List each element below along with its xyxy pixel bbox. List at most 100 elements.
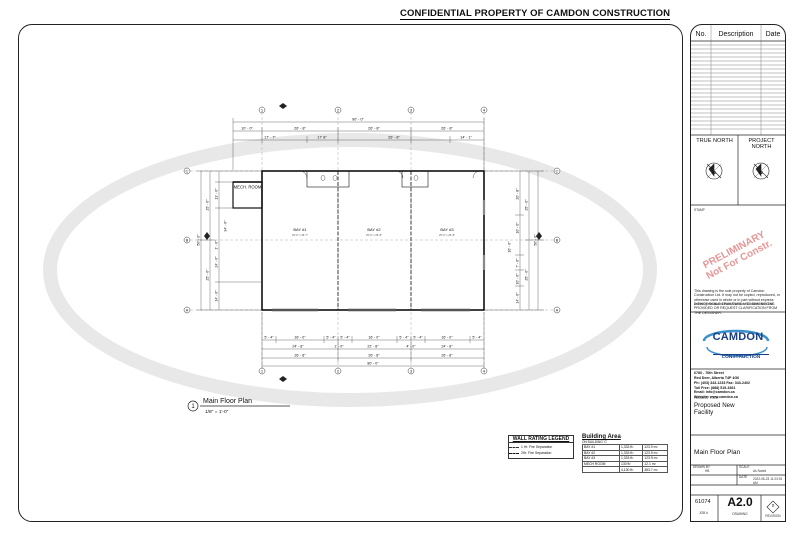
grid-label-col: 1: [261, 369, 264, 374]
dim-bottom-2: 24' - 8": [292, 345, 304, 349]
area-cell: 383.7 m²: [642, 466, 668, 473]
wall-1hr-swatch: [509, 446, 519, 448]
date-label: DATE: [739, 475, 748, 479]
dim-bottom-3: 26' - 8": [294, 354, 306, 358]
room-area-bay: 25'-0" x 46'-7": [292, 233, 308, 237]
right-dimensions: [484, 170, 544, 311]
scale-value: As Noted: [753, 469, 767, 473]
company-contact: 6780 - 76th Street Red Deer, Alberta T4P…: [694, 371, 750, 400]
dim-bottom-1: 5' - 4": [399, 336, 409, 340]
grid-label-col: 2: [337, 369, 340, 374]
view-number-bubble: [187, 400, 199, 412]
north-arrow-icon: [705, 162, 723, 180]
company-logo-sub: CONSTRUCTION: [713, 354, 769, 360]
dim-top-inner: 17' - 7": [264, 136, 276, 140]
dim-right-inner: 20' - 8": [516, 188, 520, 200]
dim-bottom-3: 26' - 8": [368, 354, 380, 358]
view-number: 1: [191, 404, 195, 410]
room-area-bay: 25'-0" x 26'-8": [366, 233, 382, 237]
grid-label-row: C: [186, 169, 189, 174]
dim-bottom-1: 16' - 0": [441, 336, 453, 340]
dim-top-bay: 26' - 8": [441, 127, 453, 131]
grid-label-row: A: [556, 308, 559, 313]
true-north-label: TRUE NORTH: [696, 138, 733, 144]
wall-legend-row: 1 Hr. Fire Separation: [509, 445, 573, 449]
dim-right-inner: 7' - 6": [516, 258, 520, 268]
dim-right-inner: 10' - 0": [516, 273, 520, 285]
room-label-bay: BAY #1: [293, 227, 307, 232]
dim-left-inner: 13' - 0": [215, 188, 219, 200]
dim-right-inner: 16' - 0": [508, 241, 512, 253]
grid-label-col: 2: [337, 108, 340, 113]
floor-plan-drawing: 1 2 3 4 1 2 3 4 C B A C B A: [43, 103, 657, 415]
dim-top-bay: 10' - 0": [241, 127, 253, 131]
left-dimensions: [197, 170, 262, 311]
bottom-dimensions: [261, 312, 485, 368]
title-block: No. Description Date: [690, 24, 786, 522]
sheet-frame: [18, 24, 683, 522]
grid-label-row: C: [556, 169, 559, 174]
dim-top-inner: 14' - 1": [460, 136, 472, 140]
grid-label-row: B: [186, 238, 189, 243]
revision-number: 0: [771, 503, 775, 508]
dim-right: 25' - 0": [525, 269, 529, 281]
grid-label-col: 1: [261, 108, 264, 113]
dim-top-inner: 26' - 8": [388, 136, 400, 140]
dim-right-inner: 10' - 0": [516, 222, 520, 234]
dim-bottom-1: 5' - 4": [472, 336, 482, 340]
disclaimer-text: This drawing is the sole property of Cam…: [694, 289, 780, 306]
scale-label: SCALE: [739, 465, 750, 469]
revision-col-no: No.: [695, 31, 707, 38]
area-cell: [582, 466, 620, 473]
dim-right: 25' - 0": [525, 199, 529, 211]
dim-bottom-2: 24' - 8": [441, 345, 453, 349]
drawing-title: Main Floor Plan: [694, 449, 741, 456]
wall-rating-legend: WALL RATING LEGEND 1 Hr. Fire Separation…: [508, 435, 574, 459]
dim-left-inner: 24' - 0": [215, 256, 219, 268]
view-scale: 1/8" = 1'-0": [205, 409, 229, 415]
area-cell: 1,333 ft²: [618, 444, 644, 451]
area-cell: 123.9 m²: [642, 449, 668, 457]
grid-label-col: 3: [410, 369, 413, 374]
dim-bottom-3: 26' - 8": [441, 354, 453, 358]
dim-top-inner: 17' 8": [317, 136, 327, 140]
header-underline: [400, 19, 670, 20]
svg-text:N: N: [759, 170, 763, 175]
dim-top-bay: 26' - 8": [294, 127, 306, 131]
room-label-bay: BAY #2: [367, 227, 381, 232]
dim-bottom-2: 1' - 0": [334, 345, 344, 349]
area-cell: 1,333 ft²: [618, 449, 644, 457]
section-markers: [204, 103, 542, 382]
date-value: 2022-06-23 11:23:51 AM: [753, 477, 783, 485]
wall-2hr-swatch: [509, 452, 519, 454]
company-city: Red Deer, Alberta T4P 4G6: [694, 375, 740, 380]
plumbing-fixtures: [320, 175, 419, 181]
dim-left-inner: 34' - 0": [224, 220, 228, 232]
area-cell: 12.1 m²: [642, 460, 668, 468]
revision-label: REVISION: [765, 514, 781, 518]
dim-left-overall: 50' - 0": [197, 234, 201, 246]
top-dimensions: [232, 118, 485, 170]
company-tollfree: Toll Free: (888) 519-3361: [694, 385, 736, 390]
project-title-label: PROJECT TITLE: [694, 396, 719, 400]
dim-bottom-1: 16' - 0": [368, 336, 380, 340]
area-cell: 4,130 ft²: [618, 466, 644, 473]
building-area-subtitle: ON BUILDING 'C': [582, 440, 608, 444]
stamp-label: STAMP: [694, 208, 705, 212]
view-title: Main Floor Plan: [203, 398, 252, 405]
drawn-by-label: DRAWN BY: [693, 465, 711, 469]
building-area-title: Building Area: [582, 434, 621, 440]
section-marker-icon: [279, 103, 287, 109]
dim-bottom-1: 5' - 4": [340, 336, 350, 340]
sheet-number: A2.0: [727, 495, 753, 509]
room-area-bay: 25'-0" x 26'-8": [439, 233, 455, 237]
dim-right-inner: 14' - 6": [516, 292, 520, 304]
grid-label-row: B: [556, 238, 559, 243]
area-cell: 123.9 m²: [642, 444, 668, 451]
room-label-bay: BAY #3: [440, 227, 454, 232]
grid-bubble: [258, 106, 266, 114]
